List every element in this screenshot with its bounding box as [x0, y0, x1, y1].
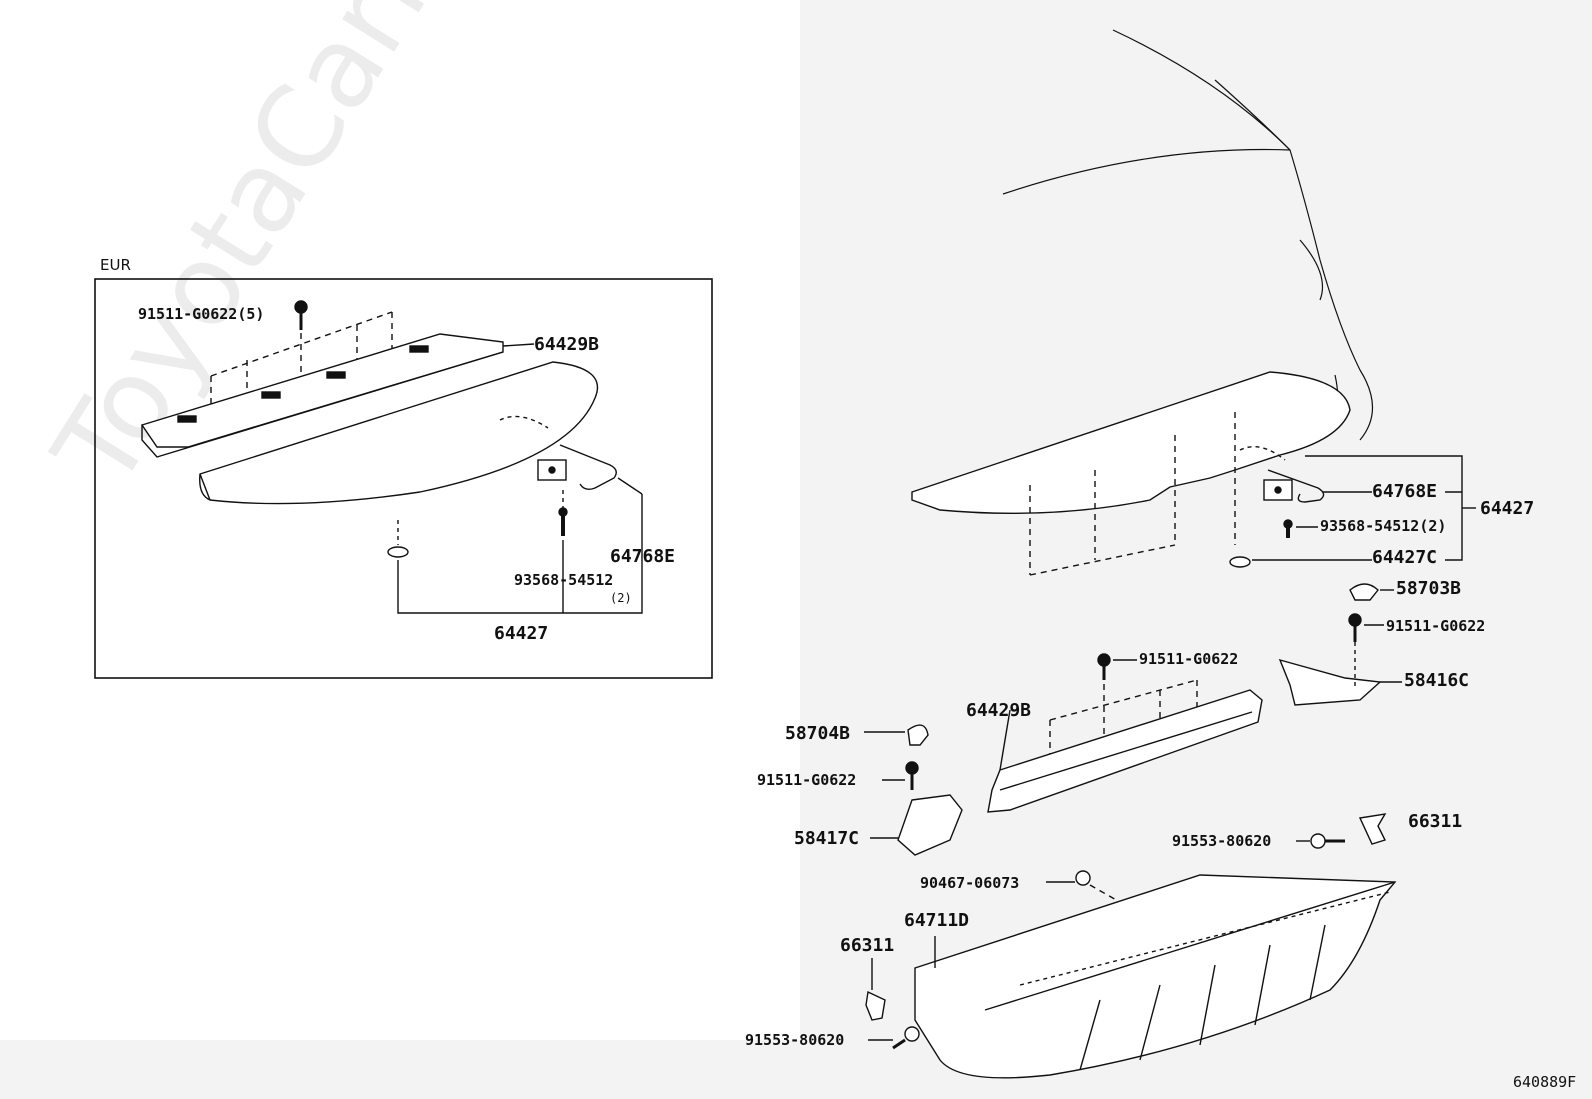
eur-assembly-bracket: [397, 494, 643, 614]
main-label-bolt-mid: 91511-G0622: [1139, 650, 1239, 668]
eur-screw-icon: [558, 490, 568, 536]
leader-main-support: [999, 709, 1011, 771]
main-label-cap-58704b: 58704B: [785, 723, 851, 744]
figure-code: 640889F: [1513, 1073, 1577, 1091]
eur-label-hook: 64768E: [610, 546, 676, 567]
main-label-cap-58703b: 58703B: [1396, 578, 1462, 599]
bottom-band-background: [0, 1040, 1592, 1099]
eur-clip-icon: [387, 520, 409, 558]
bolt-right-icon: [1310, 833, 1345, 849]
eur-support-bar: [140, 333, 504, 458]
main-label-bracket-58417c: 58417C: [794, 828, 860, 849]
eur-box-frame: [94, 278, 713, 679]
bolt-mid-icon: [1097, 653, 1111, 680]
main-label-clip-right: 66311: [1408, 811, 1463, 832]
main-label-support: 64429B: [966, 700, 1032, 721]
clip-66311-left-icon: [865, 958, 886, 1021]
eur-label-support: 64429B: [534, 334, 600, 355]
grommet-icon: [1075, 870, 1091, 886]
bolt-upper-icon: [1348, 613, 1362, 642]
panel-64711d: [914, 874, 1397, 1079]
eur-label-screw: 93568-54512: [514, 571, 614, 589]
main-label-screw: 93568-54512(2): [1320, 517, 1447, 535]
main-label-bolt-left-bottom: 91553-80620: [745, 1031, 845, 1049]
cap-58704b-icon: [907, 724, 929, 746]
main-assembly-bracket: [1305, 455, 1476, 561]
main-label-clip: 64427C: [1372, 547, 1438, 568]
main-screw-icon: [1283, 519, 1293, 538]
eur-region-label: EUR: [100, 256, 131, 274]
bracket-58416c-icon: [1278, 642, 1382, 706]
bolt-left-icon: [905, 761, 919, 790]
main-board-guides: [1029, 412, 1236, 576]
eur-bolt-icon: [294, 300, 308, 330]
bracket-58417c-icon: [897, 794, 963, 856]
main-label-hook: 64768E: [1372, 481, 1438, 502]
eur-label-bolt: 91511-G0622(5): [138, 305, 265, 323]
main-label-bolt-left: 91511-G0622: [757, 771, 857, 789]
leader-eur-support: [502, 343, 535, 347]
main-hook-icon: [1263, 469, 1325, 503]
main-label-bolt-right: 91553-80620: [1172, 832, 1272, 850]
main-label-bolt-upper: 91511-G0622: [1386, 617, 1486, 635]
eur-label-screw-qty: (2): [610, 591, 632, 605]
leader-eur-hook: [617, 477, 643, 495]
main-label-grommet: 90467-06073: [920, 874, 1020, 892]
right-panel-background: [800, 0, 1592, 1040]
eur-board: [199, 361, 599, 505]
main-label-bracket-58416c: 58416C: [1404, 670, 1470, 691]
main-board: [911, 371, 1351, 515]
cap-58703b-icon: [1349, 583, 1379, 601]
clip-66311-right-icon: [1358, 813, 1387, 845]
main-label-panel: 64711D: [904, 910, 970, 931]
main-clip-icon: [1229, 556, 1251, 568]
eur-label-assembly: 64427: [494, 623, 549, 644]
main-label-clip-left: 66311: [840, 935, 895, 956]
bolt-left-bottom-icon: [892, 1026, 920, 1050]
eur-hook-icon: [537, 444, 617, 491]
main-label-assembly: 64427: [1480, 498, 1535, 519]
main-support-bar: [987, 689, 1263, 813]
vehicle-body-outline: [1002, 29, 1373, 441]
